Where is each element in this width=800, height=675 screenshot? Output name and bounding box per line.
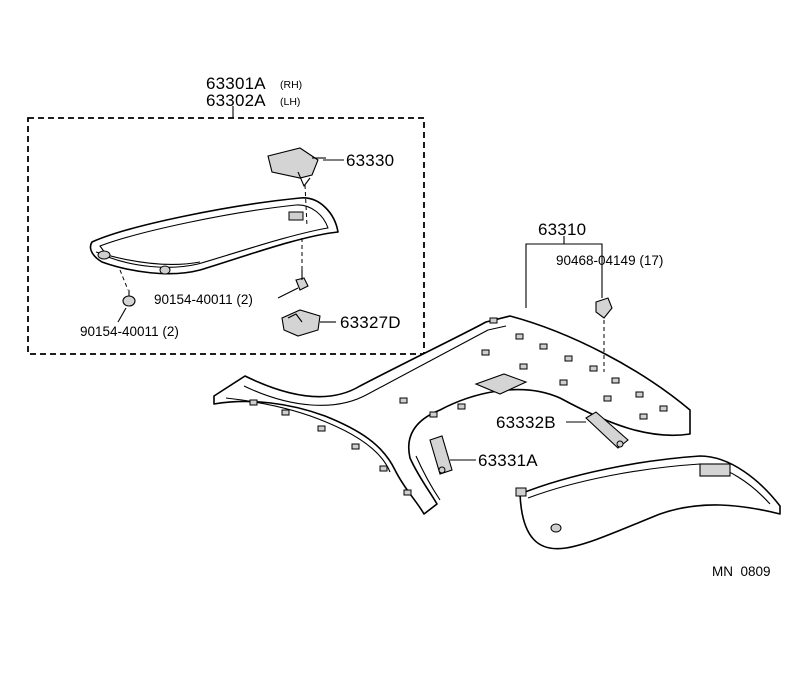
screw-upper-part[interactable] (295, 270, 309, 291)
label-63302a: 63302A (206, 91, 266, 110)
screw-lower-part[interactable] (122, 290, 136, 307)
label-screw-lower: 90154-40011 (2) (80, 324, 179, 339)
leader-upper-screw (277, 287, 299, 299)
label-63327d: 63327D (340, 313, 401, 332)
figure-code: MN 0809 (712, 564, 771, 579)
label-screw-upper: 90154-40011 (2) (154, 292, 253, 307)
label-63331a: 63331A (478, 451, 538, 470)
label-63330: 63330 (346, 151, 394, 170)
headlining-clip-part[interactable] (595, 297, 613, 319)
label-63332b: 63332B (496, 413, 556, 432)
visor-holder-63331a[interactable] (429, 435, 453, 475)
rear-roof-trim-panel[interactable] (515, 455, 781, 550)
dash-lower-screw (119, 269, 129, 291)
roof-headlining-panel[interactable] (213, 315, 691, 515)
label-lh-suffix: (LH) (280, 96, 300, 108)
label-63310: 63310 (538, 220, 586, 239)
handle-cover-part[interactable] (267, 147, 326, 187)
sunshade-trim-panel[interactable] (89, 197, 339, 275)
label-clip-headlining: 90468-04149 (17) (556, 253, 663, 268)
clip-63327d-part[interactable] (281, 309, 321, 337)
assembly-group-box (27, 117, 425, 355)
label-63301a: 63301A (206, 74, 266, 93)
label-rh-suffix: (RH) (280, 79, 302, 91)
visor-holder-63332b[interactable] (585, 411, 629, 449)
leader-lower-screw (117, 307, 127, 323)
